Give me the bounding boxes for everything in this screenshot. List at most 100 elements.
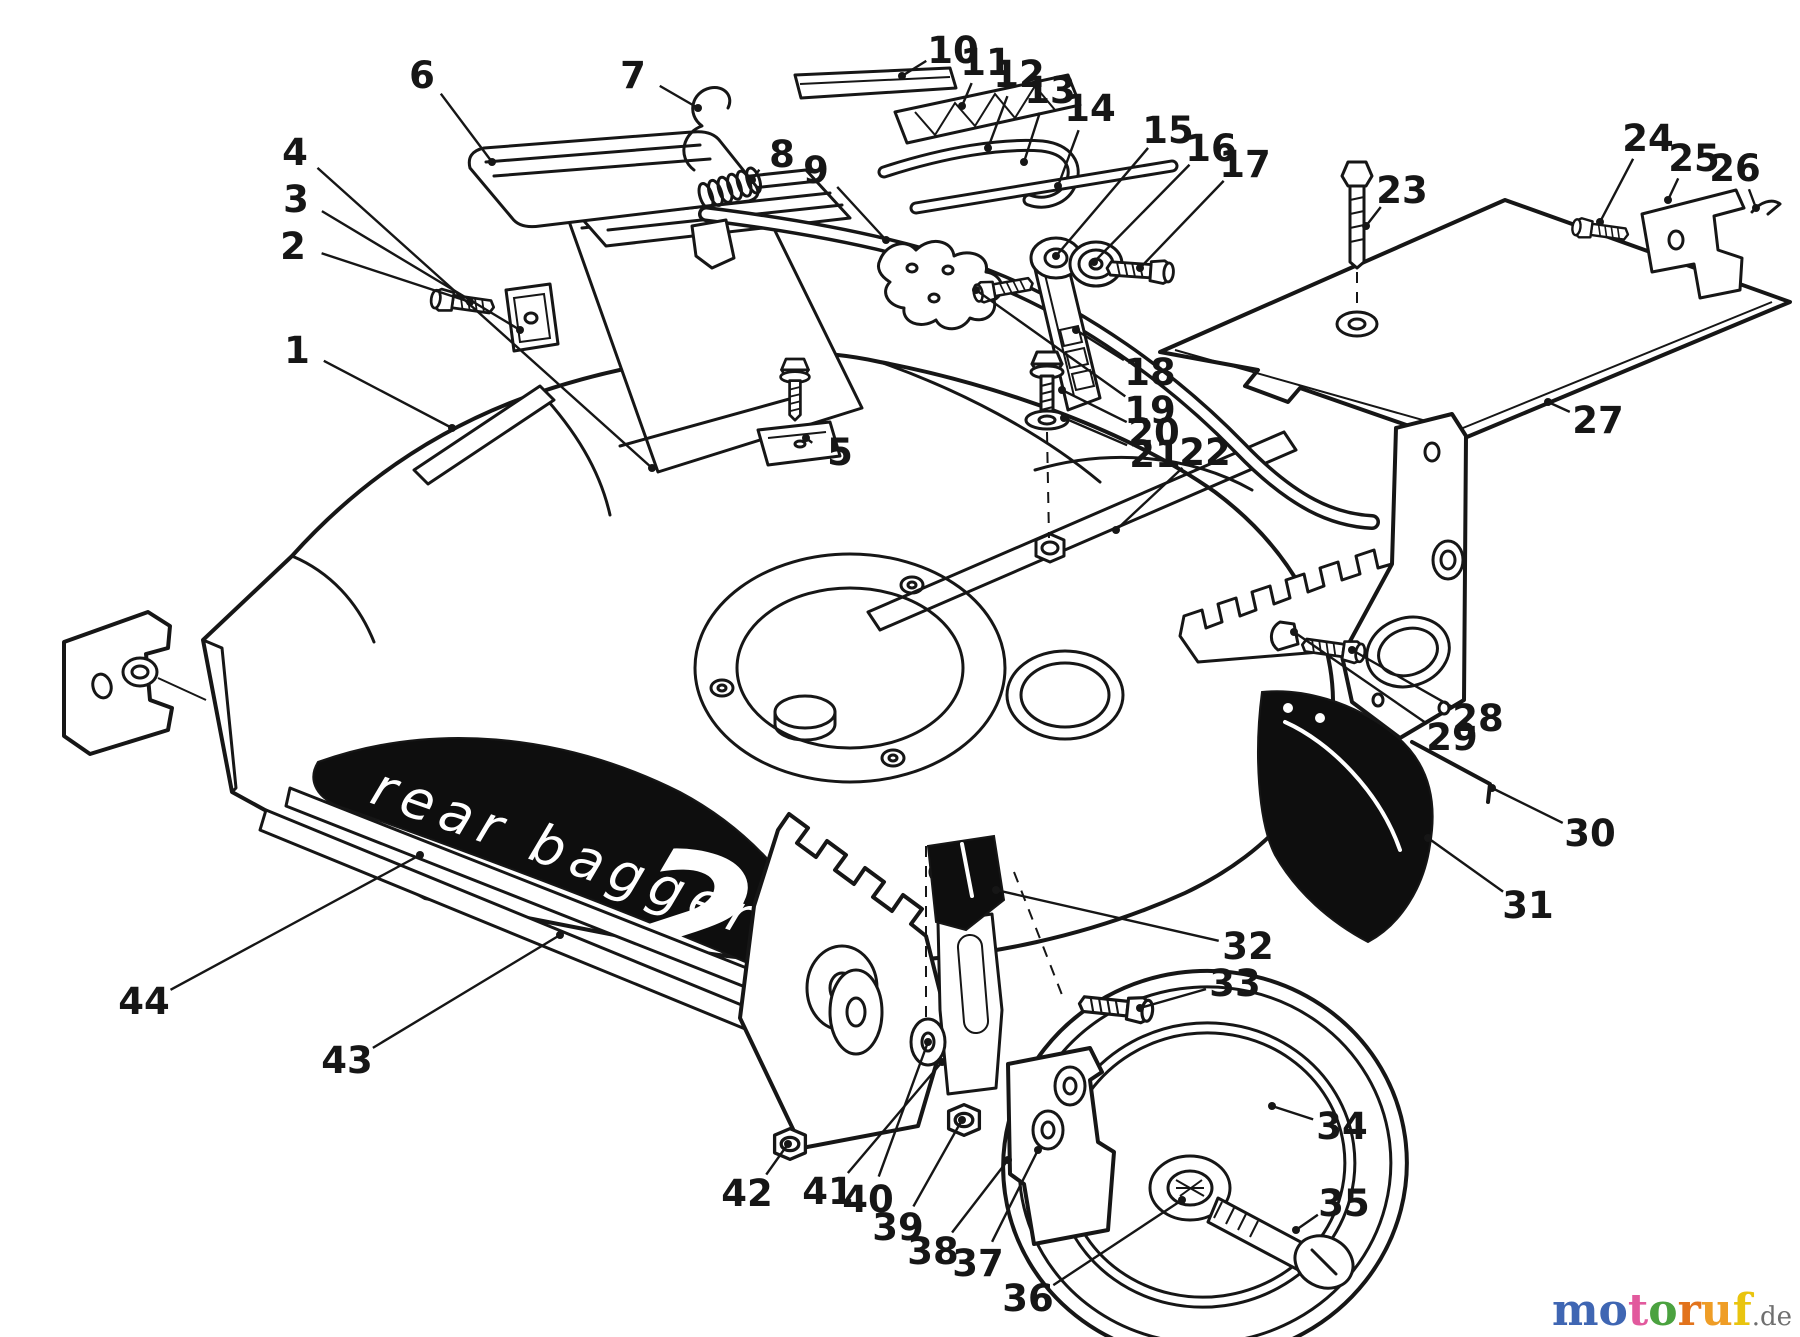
leader-line: [975, 289, 1126, 398]
part-number: 34: [1316, 1105, 1368, 1148]
part-callout-33: 33: [1136, 962, 1261, 1012]
part-callout-26: 26: [1709, 147, 1761, 212]
logo-letter: o: [1598, 1285, 1628, 1336]
part-number: 19: [1124, 389, 1176, 432]
part-callout-11: 11: [958, 41, 1012, 110]
leader-dot: [1054, 182, 1062, 190]
upper-handle-tube: [877, 138, 1080, 209]
leader-line: [1139, 987, 1207, 1010]
part-callout-16: 16: [1090, 127, 1237, 266]
part-callout-12: 12: [984, 53, 1045, 152]
part-callout-4: 4: [282, 131, 656, 472]
part-callout-10: 10: [898, 29, 979, 80]
part-callout-21: 21: [1060, 414, 1181, 476]
part-callout-35: 35: [1292, 1182, 1370, 1234]
part-number: 10: [927, 29, 979, 72]
part-number: 30: [1564, 812, 1616, 855]
part-callout-34: 34: [1268, 1102, 1368, 1148]
part-number: 31: [1502, 884, 1554, 927]
part-callout-6: 6: [409, 54, 496, 166]
part-callout-17: 17: [1136, 143, 1271, 272]
leader-dot: [1290, 628, 1298, 636]
part-callout-8: 8: [748, 133, 795, 184]
part-number: 32: [1222, 925, 1274, 968]
leader-dot: [784, 1140, 792, 1148]
part-callout-28: 28: [1348, 646, 1504, 740]
part-callout-2: 2: [280, 225, 474, 306]
leader-line: [990, 1149, 1040, 1243]
clip-part29: [1270, 620, 1300, 652]
part-callout-5: 5: [802, 431, 853, 474]
part-callout-41: 41: [802, 1058, 946, 1213]
leader-dot: [1752, 204, 1760, 212]
part-callout-39: 39: [872, 1116, 966, 1249]
leader-dot: [1072, 326, 1080, 334]
logo-letter: t: [1627, 1285, 1649, 1336]
leader-dot: [1052, 252, 1060, 260]
leader-dot: [938, 1058, 946, 1066]
deflector-rod: [1410, 740, 1492, 804]
leader-line: [1022, 112, 1041, 163]
motoruf-logo[interactable]: motoruf.de: [1552, 1289, 1792, 1333]
part-number: 26: [1709, 147, 1761, 190]
leader-line: [1061, 388, 1128, 424]
part-number: 20: [1128, 411, 1180, 454]
leader-dot: [882, 236, 890, 244]
leader-line: [1365, 206, 1382, 227]
logo-suffix: .de: [1751, 1302, 1792, 1332]
leader-dot: [1292, 1226, 1300, 1234]
part-number: 18: [1124, 351, 1176, 394]
part-callout-13: 13: [1020, 69, 1076, 166]
part-number: 39: [872, 1206, 924, 1249]
leader-dot: [1136, 1004, 1144, 1012]
part-number: 33: [1209, 962, 1261, 1005]
part-number: 13: [1024, 69, 1076, 112]
bolt-part23: [1335, 160, 1379, 338]
part-number: 14: [1064, 87, 1116, 130]
leader-dot: [1004, 1156, 1012, 1164]
part-number: 29: [1426, 716, 1478, 759]
leader-line: [995, 888, 1219, 942]
part-number: 15: [1142, 109, 1194, 152]
leader-dot: [1348, 646, 1356, 654]
leader-dot: [958, 102, 966, 110]
part-callout-43: 43: [321, 931, 564, 1082]
leader-line: [1598, 158, 1635, 223]
part-callout-14: 14: [1054, 87, 1116, 190]
leader-line: [372, 933, 561, 1049]
part-callout-15: 15: [1052, 109, 1194, 260]
alignment-dashes: [925, 846, 1065, 1050]
leader-dot: [556, 931, 564, 939]
part-number: 40: [842, 1178, 894, 1221]
leader-dot: [1664, 196, 1672, 204]
part-callout-40: 40: [842, 1038, 932, 1221]
leader-dot: [1058, 386, 1066, 394]
leader-line: [951, 1159, 1009, 1234]
leader-line: [1063, 416, 1128, 447]
wire-clip: [682, 86, 732, 172]
mount-bracket-part25: [1640, 188, 1746, 300]
leader-line: [1075, 328, 1125, 362]
part-number: 44: [118, 980, 170, 1023]
leader-dot: [984, 144, 992, 152]
part-number: 42: [721, 1172, 773, 1215]
part-callout-9: 9: [803, 149, 890, 244]
axle-bolt: [1206, 1196, 1355, 1290]
leader-line: [1271, 1104, 1314, 1121]
leader-line: [1351, 648, 1453, 708]
part-callout-30: 30: [1488, 784, 1616, 855]
part-callout-19: 19: [972, 286, 1176, 432]
part-callout-23: 23: [1362, 169, 1428, 230]
part-callout-38: 38: [907, 1156, 1012, 1273]
deck-rear-wall-strip: [412, 384, 556, 486]
leader-line: [1055, 147, 1149, 257]
leader-dot: [1362, 222, 1370, 230]
leader-dot: [1020, 158, 1028, 166]
leader-dot: [972, 286, 980, 294]
part-callout-27: 27: [1544, 398, 1624, 442]
part-callout-31: 31: [1424, 834, 1554, 927]
leader-line: [316, 167, 653, 469]
part-callout-24: 24: [1596, 117, 1674, 226]
part-number: 9: [803, 149, 829, 192]
